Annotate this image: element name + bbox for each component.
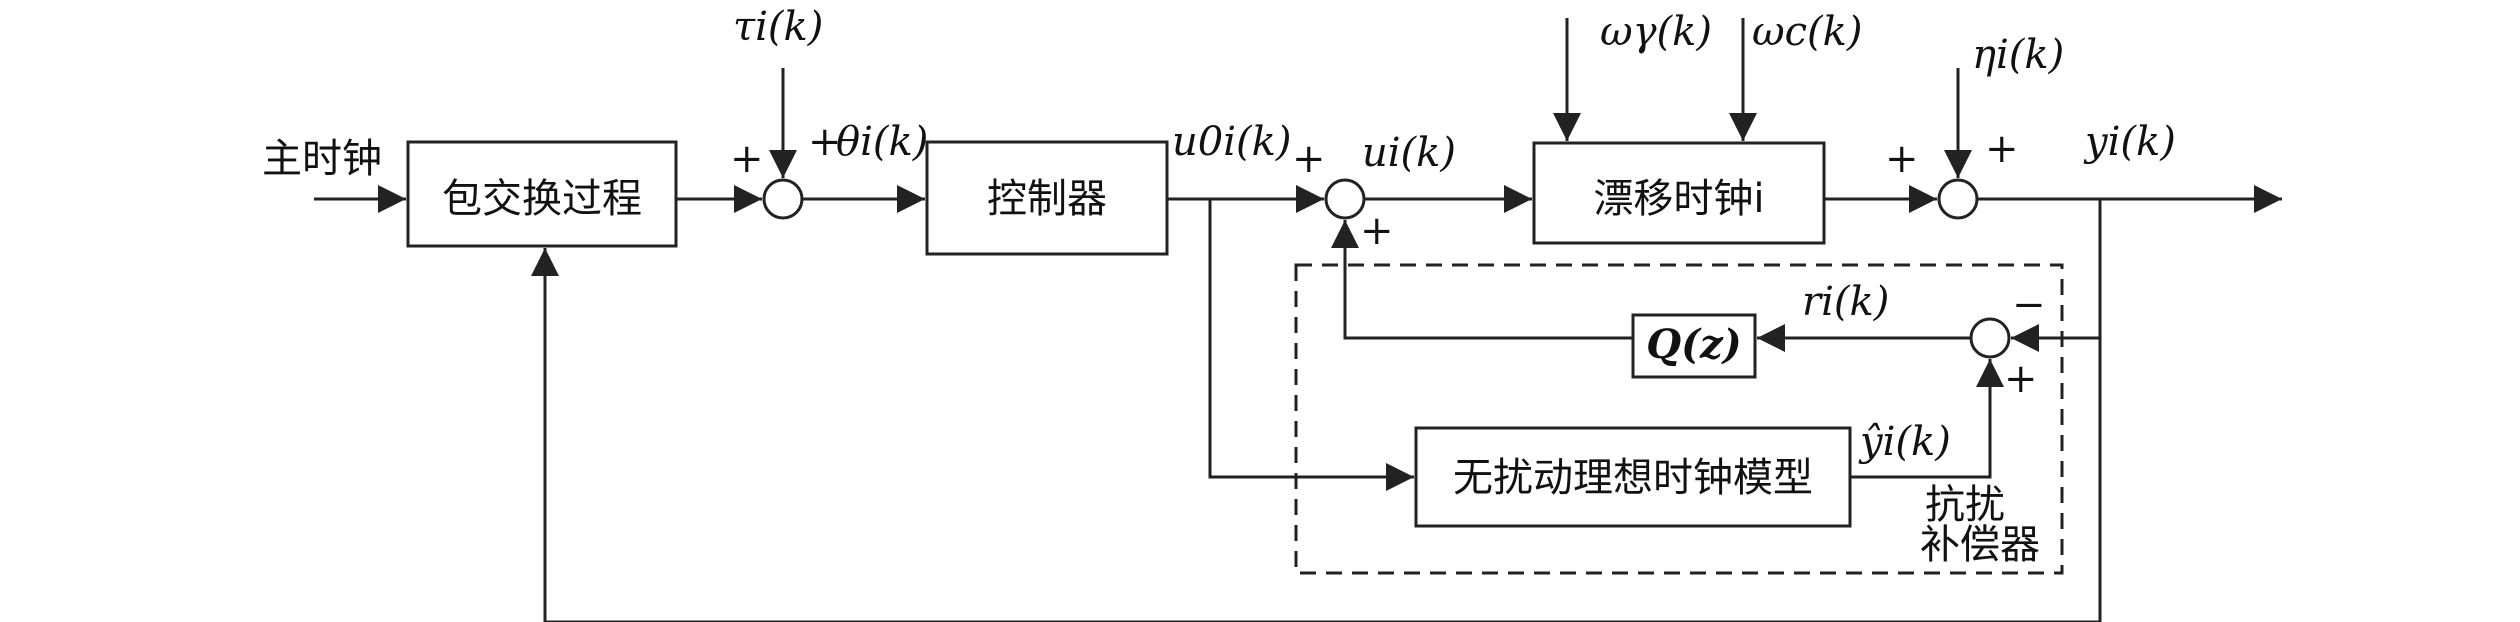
packet-exchange-block — [406, 140, 678, 248]
omega-gamma-label: ωγ(k) — [1600, 9, 1712, 55]
compensator-label-line2: 补偿器 — [1920, 522, 2040, 568]
y-hat-label: ŷi(k) — [1858, 419, 1951, 465]
sum4-bottom-sign: + — [2004, 356, 2038, 402]
sum4-right-sign: − — [2012, 282, 2046, 328]
sum-junction-1 — [762, 178, 804, 220]
r-label: ri(k) — [1802, 279, 1889, 325]
main-feedback-wire — [531, 248, 2102, 622]
sum-junction-2 — [1324, 178, 1366, 220]
sum-junction-4 — [1969, 317, 2011, 359]
controller-block — [925, 140, 1169, 256]
compensator-label-line1: 抗扰 — [1925, 482, 2005, 528]
drift-clock-label: 漂移时钟i — [1593, 176, 1764, 222]
sum-junction-3 — [1937, 178, 1979, 220]
sum2-bottom-sign: + — [1360, 208, 1394, 254]
sum1-top-sign: + — [808, 119, 842, 165]
omega-c-label: ωc(k) — [1752, 9, 1862, 55]
y-label: yi(k) — [2083, 119, 2176, 165]
sum3-top-sign: + — [1985, 126, 2019, 172]
theta-label: θi(k) — [836, 119, 928, 165]
q-filter-label: Q(z) — [1646, 321, 1741, 368]
compensation-wire — [1331, 220, 1633, 340]
tau-label: τi(k) — [733, 4, 823, 50]
compensator-region — [1294, 263, 2064, 575]
sum3-left-sign: + — [1885, 136, 1919, 182]
sum2-left-sign: + — [1292, 136, 1326, 182]
sum1-left-sign: + — [730, 136, 764, 182]
u-label: ui(k) — [1362, 130, 1456, 176]
drift-clock-block — [1532, 141, 1826, 245]
u0-to-model-wire — [1208, 199, 1414, 491]
controller-label: 控制器 — [987, 176, 1107, 222]
u0-label: u0i(k) — [1172, 119, 1291, 165]
eta-label: ηi(k) — [1972, 32, 2064, 78]
y-hat-wire — [1850, 359, 2004, 479]
q-filter-block — [1631, 313, 1757, 379]
ideal-clock-model-label: 无扰动理想时钟模型 — [1453, 455, 1813, 501]
packet-exchange-label: 包交换过程 — [442, 176, 642, 222]
master-clock-label: 主时钟 — [262, 136, 382, 182]
